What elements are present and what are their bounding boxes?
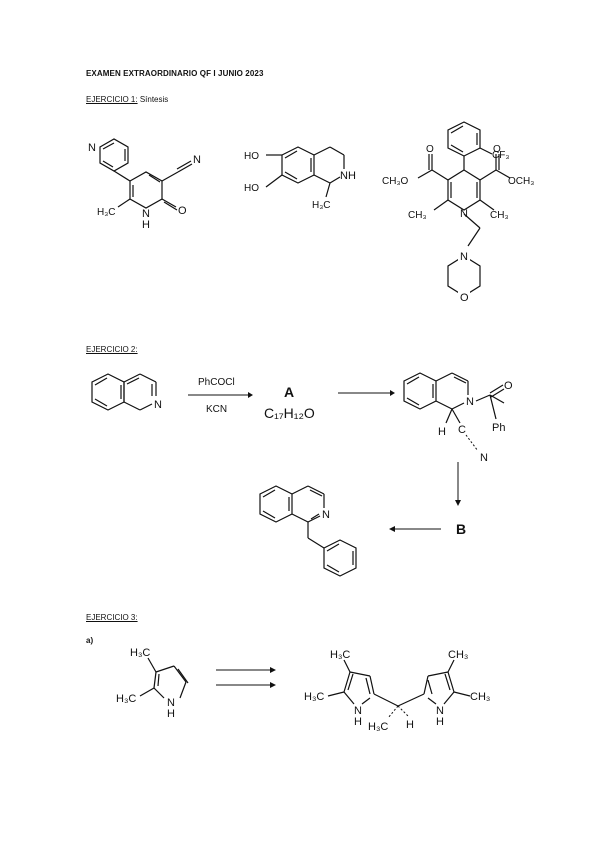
product-bridge-methyl: H₃C: [368, 721, 388, 733]
mol1-methyl: H₃C: [97, 207, 116, 218]
reissert-c: C: [458, 424, 466, 436]
exercise-1-subtitle: Síntesis: [139, 95, 169, 104]
molecule-tetrahydroisoquinoline: HO HO NH H₃C: [244, 146, 356, 211]
mol1-nh-n: N: [142, 208, 150, 220]
mol1-nh-h: H: [142, 219, 150, 231]
mol2-nh: NH: [340, 170, 356, 182]
mol3-methyl-left: CH₃: [408, 210, 427, 221]
mol3-morpholine-o: O: [460, 292, 469, 304]
reaction-arrow-1: [188, 392, 253, 398]
product-nh-left-h: H: [354, 716, 362, 728]
reaction-arrow-2: [338, 390, 395, 396]
product-nh-left: N: [354, 705, 362, 717]
mol3-ester-right: OCH₃: [508, 176, 534, 187]
product-bridge-h: H: [406, 719, 414, 731]
molecule-pyridone-nitrile: N N H₃C N H O: [88, 138, 201, 231]
exercise-3-heading: EJERCICIO 3:: [86, 613, 138, 622]
mol3-methyl-right: CH₃: [490, 210, 509, 221]
pyrrole-n: N: [167, 697, 175, 709]
exercise-3-part-a: a): [86, 636, 94, 645]
exercise-2-label: EJERCICIO 2:: [86, 345, 138, 354]
reaction-arrows-ex3: [216, 667, 276, 688]
reissert-cn-n: N: [480, 452, 488, 464]
exercise-1-label: EJERCICIO 1:: [86, 95, 138, 104]
product-methyl-top-right: CH₃: [448, 649, 468, 661]
mol3-cf3: CF₃: [492, 150, 509, 161]
molecule-reissert-compound: N O Ph H C N: [403, 372, 513, 464]
formula-a: C₁₇H₁₂O: [264, 405, 315, 421]
reissert-h: H: [438, 426, 446, 438]
molecule-dimethylpyrrole: H₃C H₃C N H: [116, 647, 189, 720]
molecule-isoquinoline: N: [91, 373, 162, 411]
mol3-o-left: O: [426, 144, 434, 155]
reissert-o: O: [504, 380, 513, 392]
pyrrole-methyl-side: H₃C: [116, 693, 136, 705]
mol2-ho-bottom: HO: [244, 183, 259, 194]
reaction-arrow-down: [455, 462, 461, 506]
reissert-ph: Ph: [492, 422, 505, 434]
mol1-oxygen: O: [178, 205, 187, 217]
reaction-arrow-left: [389, 526, 441, 532]
exercise-2-heading: EJERCICIO 2:: [86, 345, 138, 354]
mol1-ring-n: N: [88, 142, 96, 154]
intermediate-b: B: [456, 521, 467, 537]
molecule-benzylisoquinoline: N: [259, 485, 357, 577]
mol2-ho-top: HO: [244, 151, 259, 162]
mol2-methyl: H₃C: [312, 200, 331, 211]
reagent-kcn: KCN: [206, 404, 228, 415]
mol3-o-right: O: [493, 144, 501, 155]
pyrrole-h: H: [167, 708, 175, 720]
product-methyl-left: H₃C: [304, 691, 324, 703]
exercise-1-heading: EJERCICIO 1: Síntesis: [86, 95, 168, 104]
product-methyl-right: CH₃: [470, 691, 490, 703]
product-methyl-top-left: H₃C: [330, 649, 350, 661]
benzylisoquinoline-n: N: [322, 509, 330, 521]
molecule-dipyrromethane: H₃C H₃C CH₃ CH₃ N H N H H₃C H: [304, 649, 490, 733]
product-nh-right: N: [436, 705, 444, 717]
intermediate-a: A: [284, 384, 295, 400]
exercise-3-label: EJERCICIO 3:: [86, 613, 138, 622]
pyrrole-methyl-top: H₃C: [130, 647, 150, 659]
mol3-ring-n: N: [460, 208, 468, 220]
molecule-dihydropyridine-morpholine: CF₃ O O CH₃O OCH₃ CH₃ CH₃ N N O: [382, 121, 534, 304]
reissert-n: N: [466, 396, 474, 408]
reagent-phcocl: PhCOCl: [198, 377, 235, 388]
mol1-nitrile-n: N: [193, 154, 201, 166]
product-nh-right-h: H: [436, 716, 444, 728]
isoquinoline-n: N: [154, 399, 162, 411]
mol3-morpholine-n: N: [460, 251, 468, 263]
exam-title: EXAMEN EXTRAORDINARIO QF I JUNIO 2023: [86, 69, 264, 78]
mol3-ester-left: CH₃O: [382, 176, 409, 187]
